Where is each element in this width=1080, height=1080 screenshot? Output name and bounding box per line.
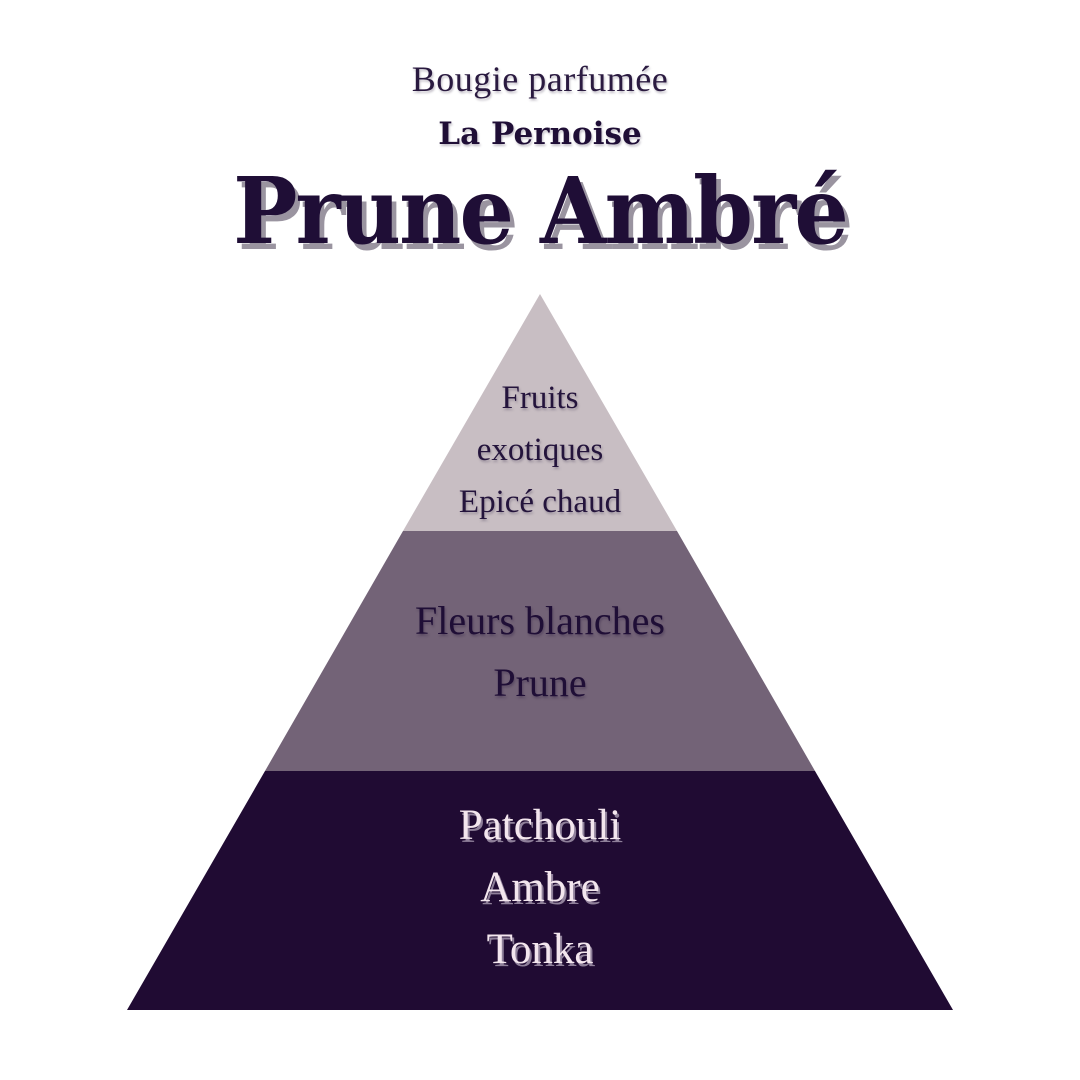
pyramid-tier-middle: [265, 531, 815, 771]
fragrance-title: Prune Ambré: [233, 157, 849, 265]
tier-middle-notes: Fleurs blanches Prune: [0, 590, 1080, 714]
tier-bottom-notes: Patchouli Ambre Tonka: [0, 795, 1080, 981]
pyramid-tier-bottom: [127, 771, 953, 1010]
note-patchouli: Patchouli: [458, 802, 622, 849]
brand-name: La Pernoise: [438, 116, 642, 152]
note-fleurs-blanches: Fleurs blanches: [415, 598, 665, 643]
note-exotiques: exotiques: [476, 432, 604, 468]
product-type-subtitle: Bougie parfumée: [411, 59, 669, 99]
tier-top-notes: Fruits exotiques Epicé chaud: [0, 372, 1080, 528]
note-tonka: Tonka: [486, 926, 594, 973]
note-prune: Prune: [493, 660, 587, 705]
note-epice-chaud: Epicé chaud: [458, 484, 622, 520]
note-fruits: Fruits: [501, 380, 579, 416]
note-ambre: Ambre: [480, 864, 600, 911]
pyramid-tier-top: [403, 294, 677, 531]
